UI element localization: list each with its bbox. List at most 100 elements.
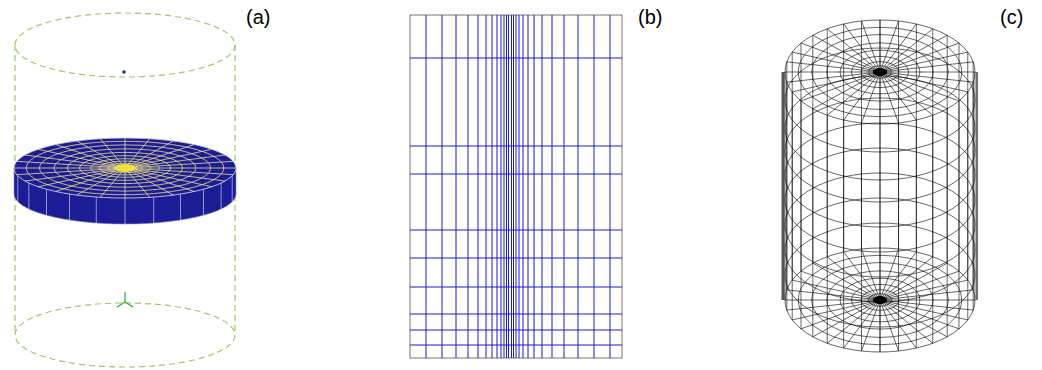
mesh-line [501, 15, 502, 358]
mesh-line [410, 174, 622, 175]
mesh-line [513, 15, 514, 358]
mesh-line [468, 15, 469, 358]
mesh-line [947, 35, 948, 263]
mesh-line [523, 15, 524, 358]
mesh-line [410, 258, 622, 259]
mesh-line [125, 161, 233, 168]
mesh-line [528, 15, 529, 358]
mesh-line [410, 287, 622, 288]
mesh-line [14, 168, 125, 169]
mesh-line [844, 252, 880, 300]
mesh-line [967, 52, 968, 280]
mesh-line [975, 72, 976, 300]
mesh-line [511, 15, 512, 358]
mesh-line [180, 194, 181, 220]
mesh-line [492, 15, 493, 358]
mesh-line [792, 52, 793, 280]
mesh-line [843, 24, 844, 252]
mesh-line [880, 72, 947, 109]
graded-mesh [410, 15, 622, 358]
mesh-line [880, 248, 881, 300]
cylinder-mesh [783, 20, 977, 352]
mesh-line [880, 52, 968, 72]
mesh-line [880, 300, 881, 352]
mesh-line [564, 15, 565, 358]
mesh-line [880, 62, 973, 72]
mesh-line [497, 15, 498, 358]
mesh-line [880, 257, 933, 300]
mesh-line [125, 198, 126, 224]
mesh-line [880, 300, 959, 329]
mesh-line [813, 263, 880, 300]
mesh-ring [15, 13, 235, 77]
mesh-line [542, 15, 543, 358]
mesh-boundary [410, 15, 622, 358]
mesh-ring [785, 20, 975, 124]
mesh-line [552, 15, 553, 358]
mesh-line [125, 168, 236, 169]
axis-triad [117, 292, 133, 307]
mesh-line [426, 15, 427, 358]
mesh-line [976, 72, 977, 300]
mesh-line [410, 230, 622, 231]
mesh-line [861, 21, 862, 249]
mesh-line [844, 24, 880, 72]
mesh-line [77, 141, 125, 168]
mesh-line [932, 29, 933, 257]
disc-mesh [14, 13, 236, 367]
mesh-line [578, 15, 579, 358]
mesh-line [880, 72, 959, 101]
mesh-ring [15, 303, 235, 367]
mesh-line [827, 72, 880, 115]
mesh-line [221, 183, 222, 209]
mesh-line [861, 21, 880, 72]
mesh-line [534, 15, 535, 358]
mesh-line [410, 330, 622, 331]
mesh-ring [114, 165, 136, 171]
mesh-line [787, 300, 880, 310]
mesh-line [69, 194, 70, 220]
mesh-line [125, 168, 126, 198]
mesh-line [880, 20, 881, 248]
mesh-line [785, 72, 880, 73]
mesh-line [813, 300, 880, 337]
mesh-line [486, 15, 487, 358]
panel-label: (b) [638, 6, 662, 28]
mesh-line [506, 15, 507, 358]
mesh-line [880, 35, 947, 72]
reference-dot [122, 70, 126, 74]
mesh-line [812, 35, 813, 263]
mesh-line [880, 20, 881, 72]
mesh-line [880, 280, 968, 300]
mesh-line [504, 15, 505, 358]
mesh-line [827, 29, 828, 257]
mesh-line [813, 35, 880, 72]
mesh-line [958, 43, 959, 271]
mesh-line [153, 197, 154, 223]
mesh-line [516, 15, 517, 358]
mesh-line [785, 72, 786, 300]
mesh-line [232, 176, 233, 202]
mesh-line [17, 176, 18, 202]
mesh-line [519, 15, 520, 358]
mesh-line [801, 43, 802, 271]
mesh-line [880, 300, 947, 337]
mesh-line [880, 290, 973, 300]
mesh-line [442, 15, 443, 358]
mesh-line [898, 21, 899, 249]
mesh-line [801, 271, 880, 300]
mesh-line [410, 345, 622, 346]
mesh-line [880, 300, 975, 301]
mesh-line [25, 168, 125, 181]
mesh-line [125, 168, 150, 197]
mesh-line [508, 15, 509, 358]
mesh-line [861, 249, 880, 300]
mesh-line [96, 197, 97, 223]
mesh-line [782, 72, 785, 300]
mesh-line [610, 15, 611, 358]
mesh-line [827, 300, 880, 343]
mesh-line [787, 72, 880, 82]
mesh-line [46, 189, 47, 215]
panel-label: (a) [246, 6, 270, 28]
